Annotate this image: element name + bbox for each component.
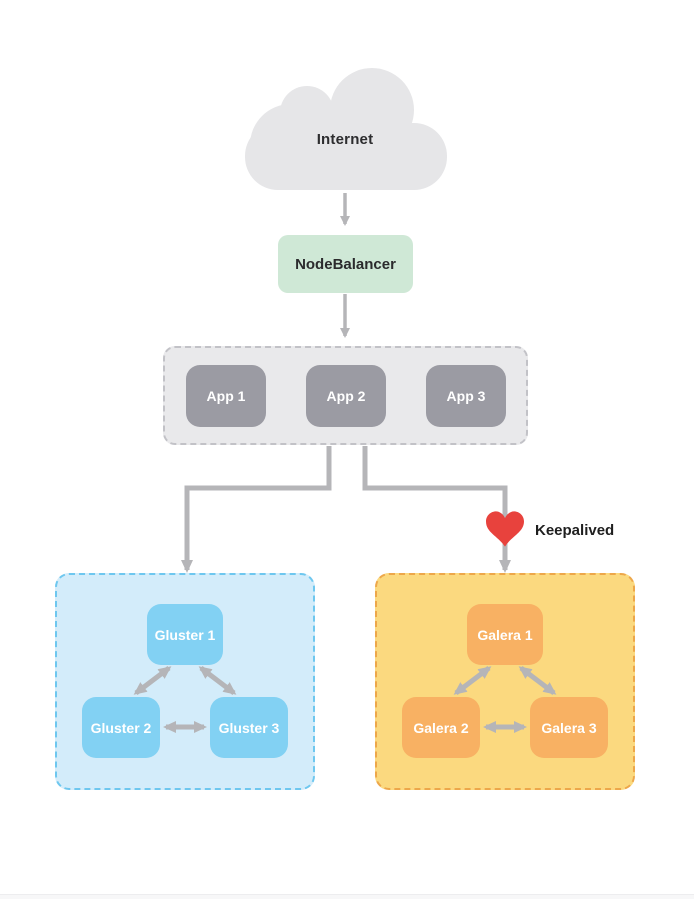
heart-icon bbox=[486, 511, 524, 547]
galera-node-1-label: Galera 1 bbox=[477, 626, 533, 643]
bottom-edge-strip bbox=[0, 894, 694, 899]
app-node-1-label: App 1 bbox=[206, 388, 246, 404]
galera-node-2: Galera 2 bbox=[402, 697, 480, 758]
galera-node-3: Galera 3 bbox=[530, 697, 608, 758]
app-node-1: App 1 bbox=[186, 365, 266, 427]
connector-apps-to-gluster bbox=[181, 446, 332, 573]
galera-node-3-label: Galera 3 bbox=[541, 719, 597, 736]
galera-node-2-label: Galera 2 bbox=[413, 719, 469, 736]
gluster-node-1-label: Gluster 1 bbox=[154, 626, 216, 643]
cloud-icon bbox=[245, 68, 447, 190]
galera-node-1: Galera 1 bbox=[467, 604, 543, 665]
internet-node: Internet bbox=[316, 131, 374, 148]
gluster-node-2: Gluster 2 bbox=[82, 697, 160, 758]
gluster-node-3-label: Gluster 3 bbox=[218, 719, 280, 736]
gluster-node-2-label: Gluster 2 bbox=[90, 719, 152, 736]
app-node-3: App 3 bbox=[426, 365, 506, 427]
keepalived-label: Keepalived bbox=[535, 522, 615, 539]
app-node-2: App 2 bbox=[306, 365, 386, 427]
connector-apps-to-galera bbox=[362, 446, 511, 573]
nodebalancer-label: NodeBalancer bbox=[295, 255, 396, 273]
app-node-3-label: App 3 bbox=[446, 388, 486, 404]
nodebalancer-node: NodeBalancer bbox=[278, 235, 413, 293]
app-node-2-label: App 2 bbox=[326, 388, 366, 404]
gluster-node-3: Gluster 3 bbox=[210, 697, 288, 758]
gluster-node-1: Gluster 1 bbox=[147, 604, 223, 665]
